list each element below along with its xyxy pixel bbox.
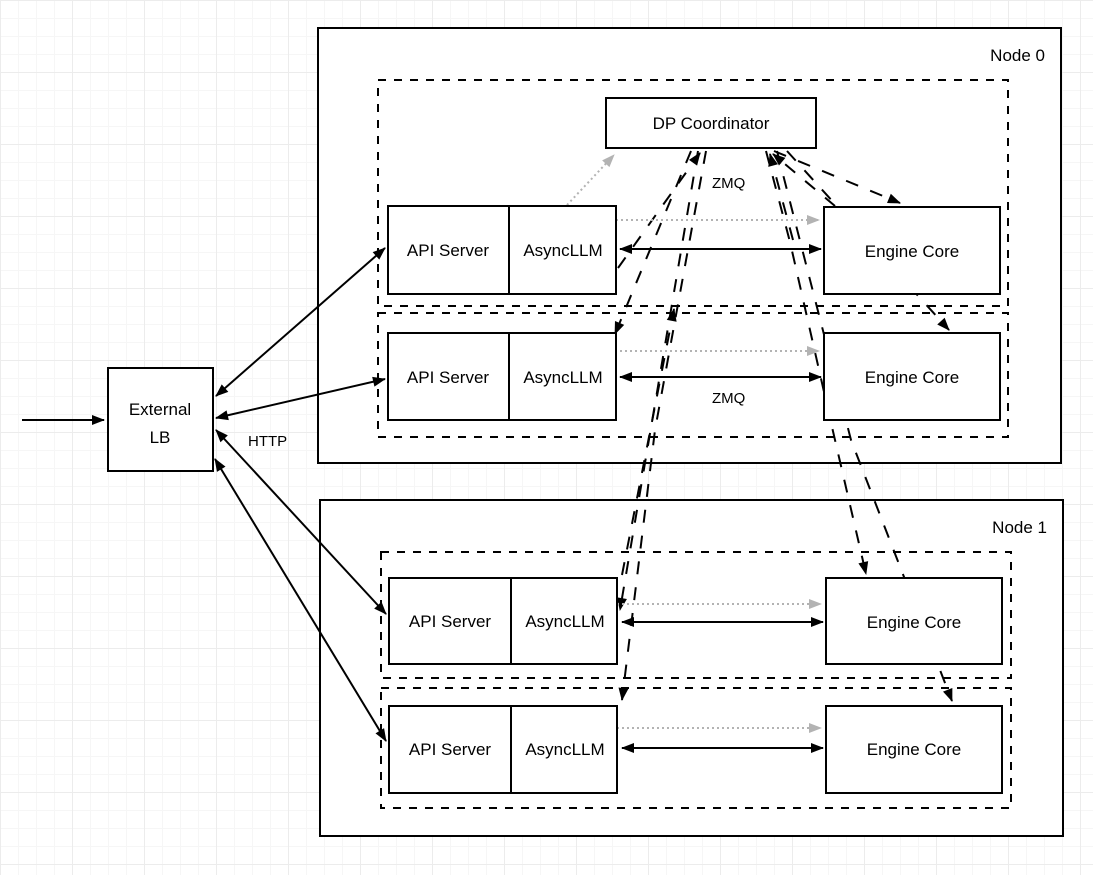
engine-core-label-2: Engine Core xyxy=(867,613,962,632)
node1-rank1-group xyxy=(380,687,1012,809)
zmq-link-coordinator-to-engine2 xyxy=(765,150,869,575)
asyncllm-label-3: AsyncLLM xyxy=(525,740,604,759)
api-server-label-1: API Server xyxy=(407,368,490,387)
dp-coordinator-label: DP Coordinator xyxy=(653,114,770,133)
asyncllm-label-2: AsyncLLM xyxy=(525,612,604,631)
arrow-lb-api3 xyxy=(214,458,387,742)
zmq-edge-label-row2: ZMQ xyxy=(712,390,745,407)
external-lb-box xyxy=(107,367,214,472)
api-server-label-2: API Server xyxy=(409,612,492,631)
arrow-lb-api0 xyxy=(215,247,386,397)
asyncllm-label-1: AsyncLLM xyxy=(523,368,602,387)
node1-rank0-group xyxy=(380,551,1012,679)
zmq-link-coordinator-to-engine3 xyxy=(776,150,953,702)
engine-core-label-0: Engine Core xyxy=(865,242,960,261)
engine-core-label-1: Engine Core xyxy=(865,368,960,387)
zmq-link-coordinator-to-engine0 xyxy=(773,150,901,204)
external-lb-label-line1: External xyxy=(129,400,191,419)
engine-core-box-0 xyxy=(823,206,1001,295)
api-server-label-3: API Server xyxy=(409,740,492,759)
external-lb-label-line2: LB xyxy=(150,428,171,447)
node1-label: Node 1 xyxy=(992,518,1047,537)
engine-core-box-3 xyxy=(825,705,1003,794)
engine-core-box-1 xyxy=(823,332,1001,421)
engine-core-box-2 xyxy=(825,577,1003,665)
gray-link-asyncllm0-to-coordinator xyxy=(566,154,615,206)
zmq-edge-label-coordinator: ZMQ xyxy=(712,175,745,192)
api-server-label-0: API Server xyxy=(407,241,490,260)
arrow-lb-api1 xyxy=(215,376,386,421)
zmq-link-coordinator-to-asyncllm1 xyxy=(614,150,692,335)
api-asyncllm-box-2 xyxy=(388,577,618,665)
engine-core-label-3: Engine Core xyxy=(867,740,962,759)
node0-rank0-group xyxy=(377,79,1009,307)
dp-coordinator-box xyxy=(605,97,817,149)
api-asyncllm-box-1 xyxy=(387,332,617,421)
node0-label: Node 0 xyxy=(990,46,1045,65)
api-asyncllm-box-3 xyxy=(388,705,618,794)
api-asyncllm-box-0 xyxy=(387,205,617,295)
asyncllm-label-0: AsyncLLM xyxy=(523,241,602,260)
http-edge-label: HTTP xyxy=(248,433,287,450)
